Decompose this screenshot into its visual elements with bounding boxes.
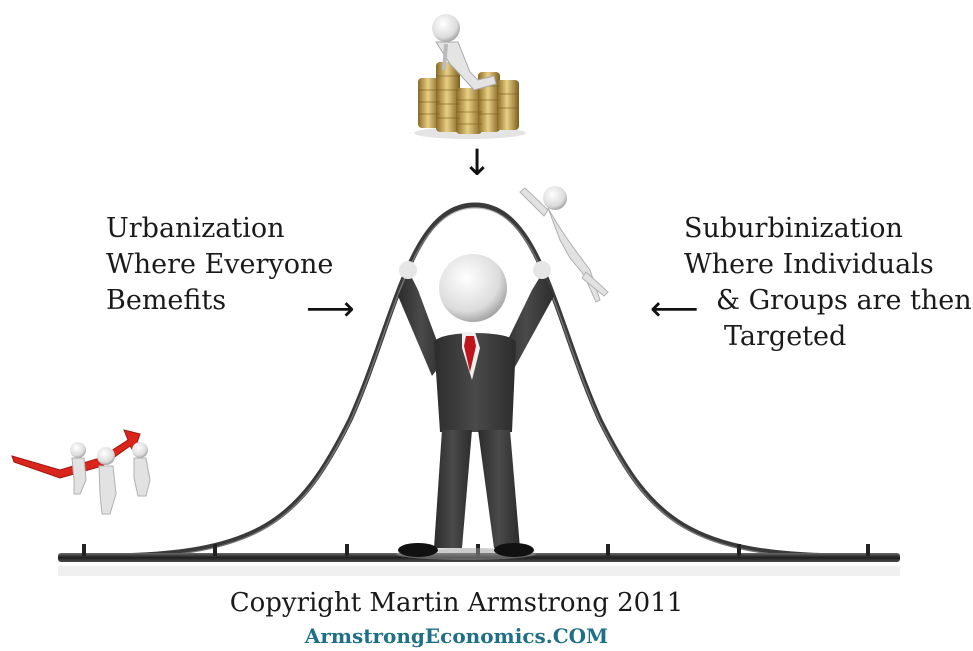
businessman-on-coin-stacks-icon xyxy=(414,14,526,139)
suburbinization-line: Suburbinization xyxy=(684,213,903,244)
copyright-text: Copyright Martin Armstrong 2011 xyxy=(229,588,684,618)
arrow-right-icon: ⟶ xyxy=(306,289,355,329)
urbanization-line: Urbanization xyxy=(106,213,285,244)
suburbinization-label: Suburbinization Where Individuals & Grou… xyxy=(684,211,972,355)
arrow-left-icon: ⟵ xyxy=(650,289,699,329)
businessman-holding-curve-icon xyxy=(396,254,554,560)
urbanization-line: Where Everyone xyxy=(106,249,334,280)
team-pushing-red-arrow-icon xyxy=(11,429,151,515)
website-link[interactable]: ArmstrongEconomics.COM xyxy=(304,624,609,648)
arrow-down-icon: ↓ xyxy=(462,143,493,184)
suburbinization-line: & Groups are then xyxy=(716,285,972,316)
suburbinization-line: Targeted xyxy=(724,321,847,352)
falling-figure-icon xyxy=(519,186,609,303)
urbanization-label: Urbanization Where Everyone Bemefits xyxy=(106,211,333,319)
suburbinization-line: Where Individuals xyxy=(684,249,934,280)
urbanization-line: Bemefits xyxy=(106,285,227,316)
bell-curve xyxy=(99,202,851,559)
